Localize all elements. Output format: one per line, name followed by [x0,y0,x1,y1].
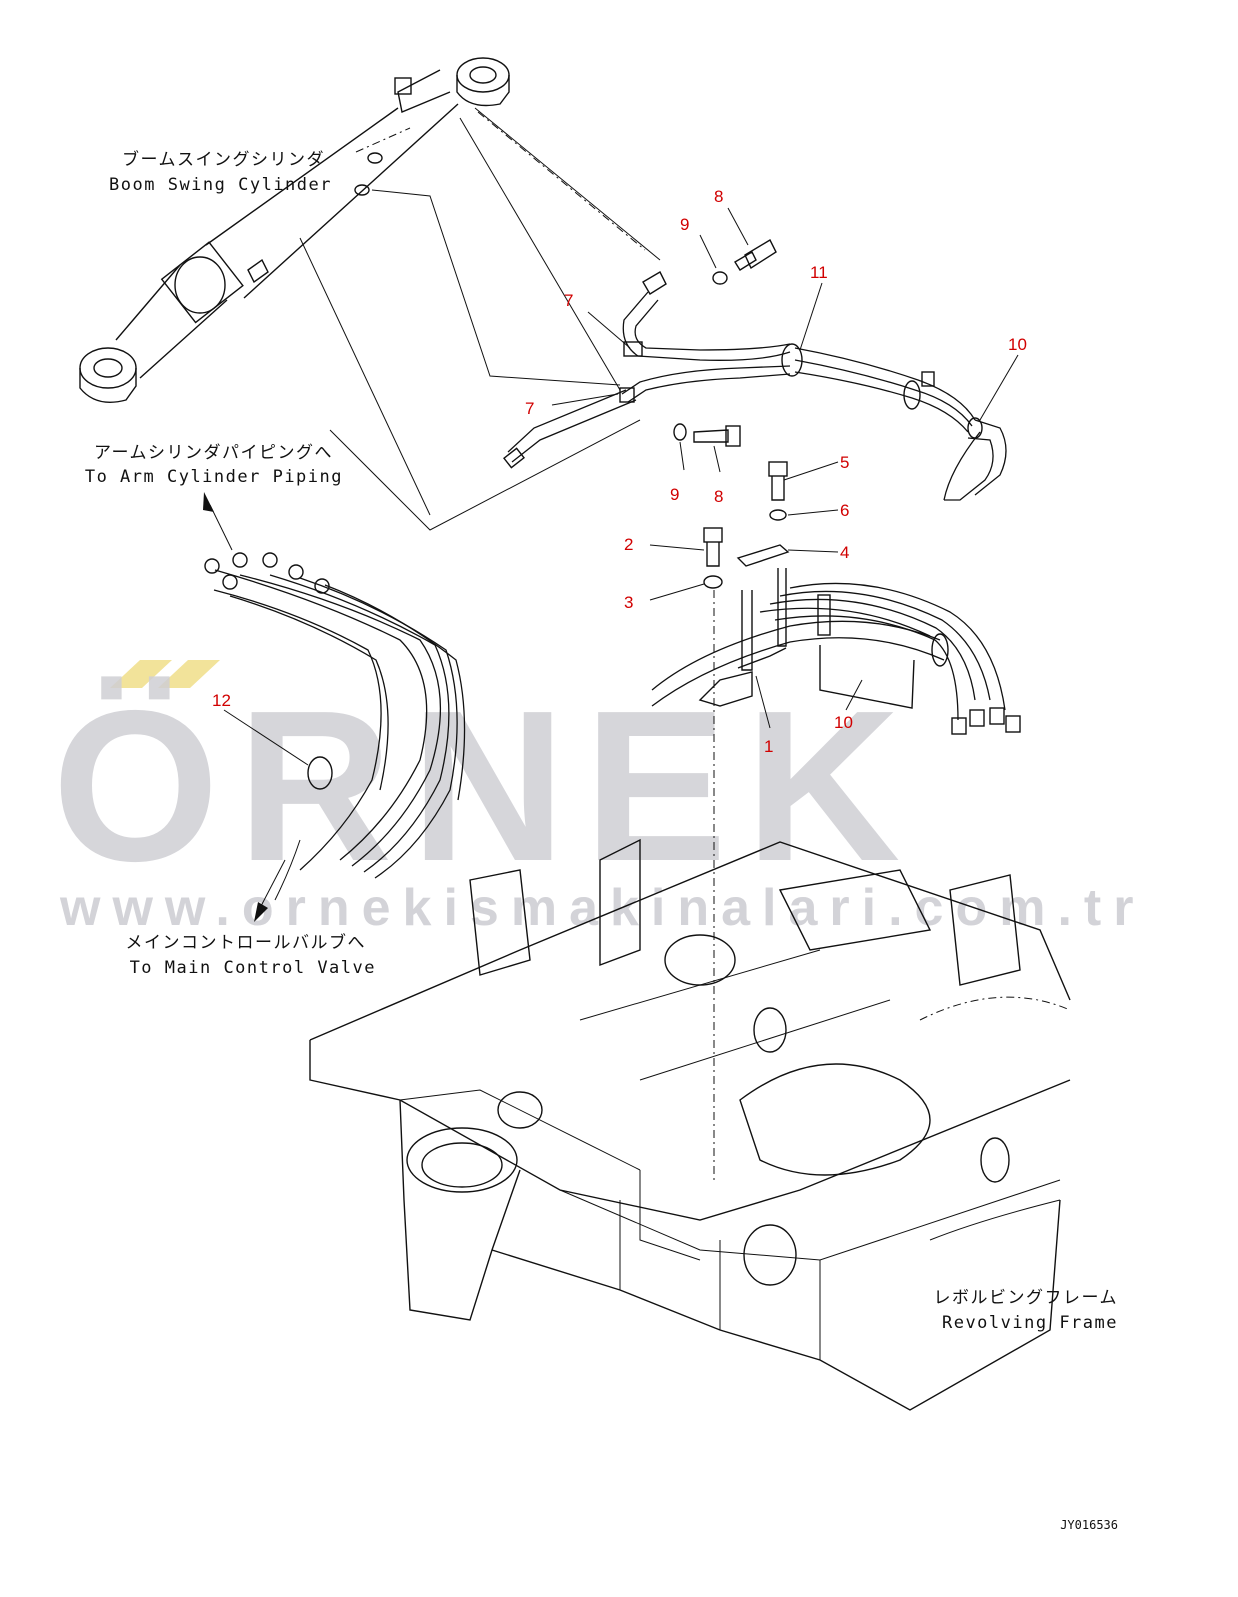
callout-1: 1 [764,737,773,756]
washer-9-lower [673,423,687,441]
callout-11: 11 [810,263,828,282]
watermark-accent-left [110,660,172,688]
arm-piping-bundle [204,552,466,901]
bolt-2 [703,527,723,567]
boom-swing-label-jp: ブームスイングシリンダ [122,149,325,170]
callout-2: 2 [624,535,633,554]
watermark-url: www.ornekismakinalari.com.tr [59,879,1145,937]
revolving-frame [309,838,1071,1411]
main-valve-label-en: To Main Control Valve [130,958,376,978]
callout-leaders [223,207,1019,766]
upper-hoses [503,239,1007,501]
callout-6: 6 [840,501,849,520]
callout-9a: 9 [680,215,689,234]
callout-12: 12 [212,691,231,710]
arrow-down-icon [254,902,268,922]
boom-swing-cylinder [79,57,646,516]
main-valve-label-jp: メインコントロールバルブへ [126,932,367,953]
washer-3 [703,575,723,589]
port-leaders [329,107,661,531]
watermark-brand: ÖRNEK [52,665,918,906]
arrows [203,492,286,922]
callout-8b: 8 [714,487,723,506]
callout-7a: 7 [564,291,573,310]
callout-7b: 7 [525,399,534,418]
callout-8a: 8 [714,187,723,206]
frame-label-en: Revolving Frame [942,1313,1118,1333]
plate-4 [736,544,790,567]
drawing-code: JY016536 [1060,1518,1118,1532]
watermark: ÖRNEK www.ornekismakinalari.com.tr [52,660,1145,937]
labels: ブームスイングシリンダ Boom Swing Cylinder アームシリンダパ… [85,149,1118,1532]
bolt-8-upper [734,239,777,271]
callouts: 8 9 11 10 7 7 9 8 5 6 4 2 3 1 10 12 [212,187,1027,756]
arm-piping-label-en: To Arm Cylinder Piping [85,467,343,487]
callout-10b: 10 [834,713,853,732]
callout-4: 4 [840,543,849,562]
watermark-accent-right [158,660,220,688]
callout-10a: 10 [1008,335,1027,354]
callout-9b: 9 [670,485,679,504]
frame-label-jp: レボルビングフレーム [934,1288,1119,1308]
callout-3: 3 [624,593,633,612]
boom-swing-label-en: Boom Swing Cylinder [109,175,332,195]
washer-6 [769,509,787,521]
bracket-group [651,461,1021,1180]
bolt-8-lower [693,425,741,447]
washer-9-upper [712,271,728,285]
callout-5: 5 [840,453,849,472]
bolt-5 [768,461,788,501]
bracket-1 [698,568,787,707]
arrow-up-icon [203,492,214,512]
arm-piping-label-jp: アームシリンダパイピングへ [94,443,333,463]
